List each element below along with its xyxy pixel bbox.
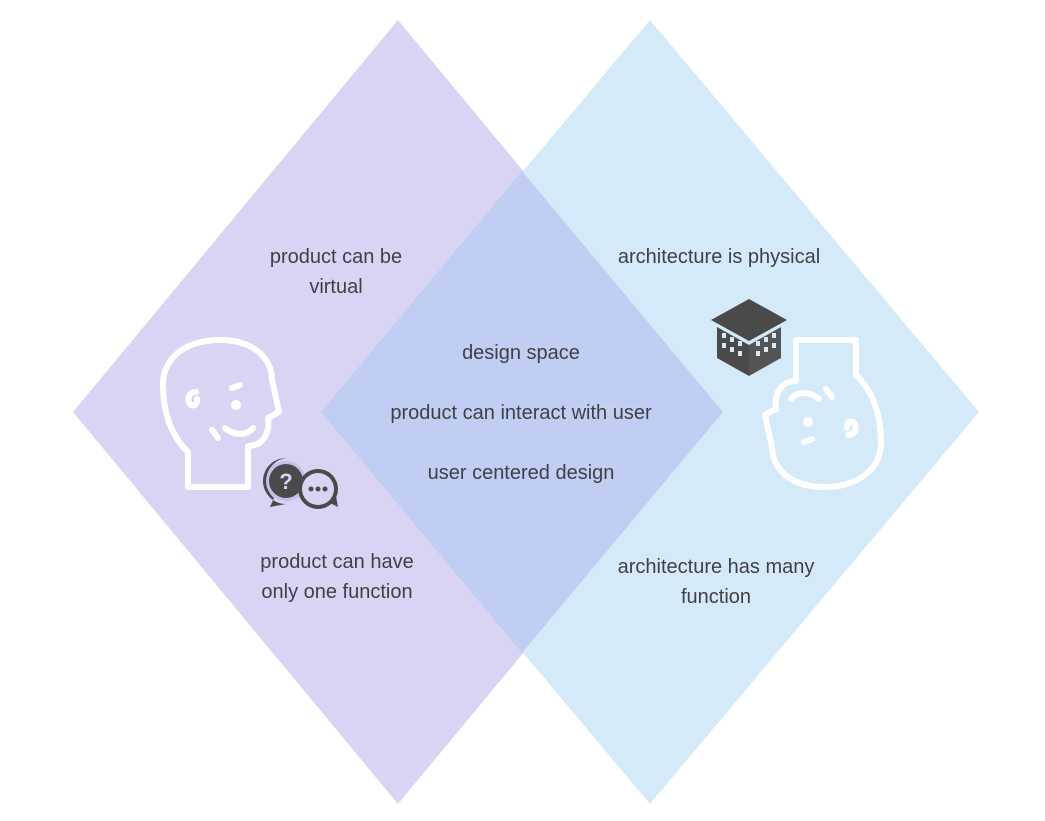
left-bottom-label-text: product can have only one function — [260, 551, 414, 603]
right-bottom-label: architecture has many function — [618, 552, 815, 612]
svg-text:?: ? — [279, 469, 292, 494]
faint-background-text: mething — [576, 400, 641, 420]
left-top-label: product can be virtual — [270, 242, 402, 302]
overlap-region — [321, 171, 723, 653]
overlap-item-interaction: product can interact with user — [390, 402, 652, 424]
right-top-label-text: architecture is physical — [617, 246, 821, 268]
question-chat-bubbles-icon: ? — [263, 458, 338, 509]
overlap-item-design-space: design space — [462, 342, 580, 364]
left-top-label-text: product can be virtual — [269, 246, 403, 298]
left-bottom-label: product can have only one function — [260, 547, 413, 607]
overlap-item-user-centered: user centered design — [427, 462, 615, 484]
human-head-icon — [762, 337, 884, 490]
building-icon — [711, 299, 787, 376]
right-top-label: architecture is physical — [618, 242, 820, 272]
right-bottom-label-text: architecture has many function — [617, 556, 815, 608]
human-head-icon — [160, 337, 282, 490]
